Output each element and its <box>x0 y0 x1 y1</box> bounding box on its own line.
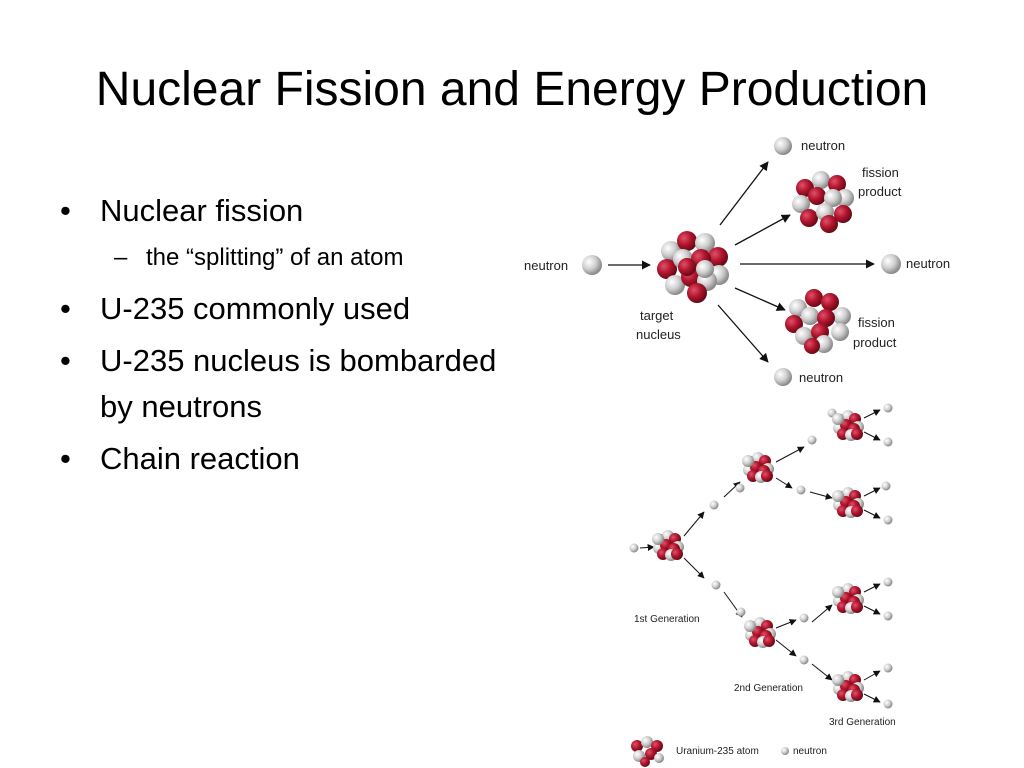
sub-bullet-item: – the “splitting” of an atom <box>58 240 508 276</box>
chain-arrow <box>809 491 833 500</box>
slide-title: Nuclear Fission and Energy Production <box>95 63 929 116</box>
bullet-marker: • <box>60 441 71 476</box>
bullet-item: • Chain reaction <box>58 436 508 482</box>
chain-arrow <box>683 557 705 579</box>
neutron-ball-icon <box>709 500 719 510</box>
bullet-text: U-235 nucleus is bombarded by neutrons <box>100 343 497 424</box>
label-neutron-top: neutron <box>801 138 845 153</box>
arrows <box>608 161 875 363</box>
uranium-atom-icon <box>832 410 864 441</box>
label-target: target <box>640 308 674 323</box>
arrow-to-product-bottom <box>734 287 786 311</box>
label-gen1: 1st Generation <box>634 614 700 625</box>
neutron-ball-icon <box>735 483 745 493</box>
bullet-marker: • <box>60 343 71 378</box>
label-neutron-bottom: neutron <box>799 370 843 385</box>
uranium-atom-icon <box>742 452 774 483</box>
uranium-atom-icon <box>652 530 684 561</box>
uranium-atom-icon <box>744 617 776 648</box>
fission-product-icon <box>785 289 851 354</box>
neutron-ball-icon <box>774 137 792 155</box>
chain-arrow <box>775 639 797 657</box>
chain-arrow <box>639 543 655 551</box>
neutron-ball-icon <box>711 580 721 590</box>
uranium-atom-icon <box>832 583 864 614</box>
bullet-text: U-235 commonly used <box>100 291 411 326</box>
chain-arrow <box>863 605 881 615</box>
neutron-ball-icon <box>796 485 806 495</box>
neutron-legend-icon <box>781 747 789 755</box>
label-gen3: 3rd Generation <box>829 717 896 728</box>
arrow-to-neutron-top <box>719 161 769 226</box>
sub-bullet-text: the “splitting” of an atom <box>146 244 404 271</box>
neutron-ball-icon <box>807 435 817 445</box>
neutron-ball-icon <box>883 437 893 447</box>
chain-arrow <box>811 604 833 623</box>
label-product-bottom-1: fission <box>858 315 895 330</box>
chain-atoms <box>652 410 864 702</box>
neutron-ball-icon <box>883 699 893 709</box>
bullet-item: • Nuclear fission <box>58 188 508 234</box>
label-product-bottom-2: product <box>853 335 897 350</box>
bullet-list: • Nuclear fission – the “splitting” of a… <box>58 188 508 488</box>
fission-product-icon <box>792 171 854 233</box>
neutron-ball-icon <box>799 613 809 623</box>
bullet-item: • U-235 commonly used <box>58 286 508 332</box>
neutron-ball-icon <box>883 611 893 621</box>
chain-arrow <box>863 670 881 681</box>
chain-arrow <box>863 431 881 441</box>
chain-arrow <box>863 509 881 519</box>
label-neutron-in: neutron <box>524 258 568 273</box>
chain-arrow <box>775 446 805 463</box>
sub-bullet-marker: – <box>114 244 128 271</box>
label-nucleus: nucleus <box>636 327 681 342</box>
chain-neutrons <box>629 403 893 709</box>
uranium-atom-icon <box>832 487 864 518</box>
chain-arrow <box>863 409 881 419</box>
neutron-ball-icon <box>629 543 639 553</box>
neutron-ball-icon <box>799 655 809 665</box>
arrow-to-product-top <box>734 214 791 246</box>
neutron-ball-icon <box>736 607 746 617</box>
label-gen2: 2nd Generation <box>734 683 803 694</box>
fission-diagram: neutron target nucleus neutron neutron n… <box>524 137 950 386</box>
neutron-ball-icon <box>881 481 891 491</box>
neutron-ball-icon <box>883 403 893 413</box>
target-nucleus-icon <box>657 231 729 303</box>
chain-arrow <box>863 487 881 497</box>
label-product-top-2: product <box>858 184 902 199</box>
chain-arrow <box>863 583 881 593</box>
bullet-marker: • <box>60 193 71 228</box>
neutron-ball-icon <box>883 577 893 587</box>
chain-reaction-diagram: 1st Generation 2nd Generation 3rd Genera… <box>629 403 896 767</box>
chain-arrows <box>639 409 881 703</box>
bullet-text: Nuclear fission <box>100 193 304 228</box>
legend-atom-label: Uranium-235 atom <box>676 746 759 757</box>
arrow-to-neutron-bottom <box>717 304 769 363</box>
legend: Uranium-235 atom neutron <box>631 736 827 767</box>
label-product-top-1: fission <box>862 165 899 180</box>
legend-neutron-label: neutron <box>793 746 827 757</box>
neutron-ball-icon <box>774 368 792 386</box>
chain-arrow <box>863 693 881 703</box>
label-neutron-right: neutron <box>906 256 950 271</box>
neutron-ball-icon <box>582 255 602 275</box>
bullet-marker: • <box>60 291 71 326</box>
neutron-ball-icon <box>883 515 893 525</box>
uranium-atom-legend-icon <box>631 736 664 767</box>
chain-arrow <box>683 511 705 537</box>
neutron-ball-icon <box>881 254 901 274</box>
chain-arrow <box>775 619 797 629</box>
chain-arrow <box>775 477 793 489</box>
bullet-text: Chain reaction <box>100 441 300 476</box>
chain-arrow <box>811 663 833 681</box>
bullet-item: • U-235 nucleus is bombarded by neutrons <box>58 338 508 430</box>
uranium-atom-icon <box>832 671 864 702</box>
neutron-ball-icon <box>883 663 893 673</box>
